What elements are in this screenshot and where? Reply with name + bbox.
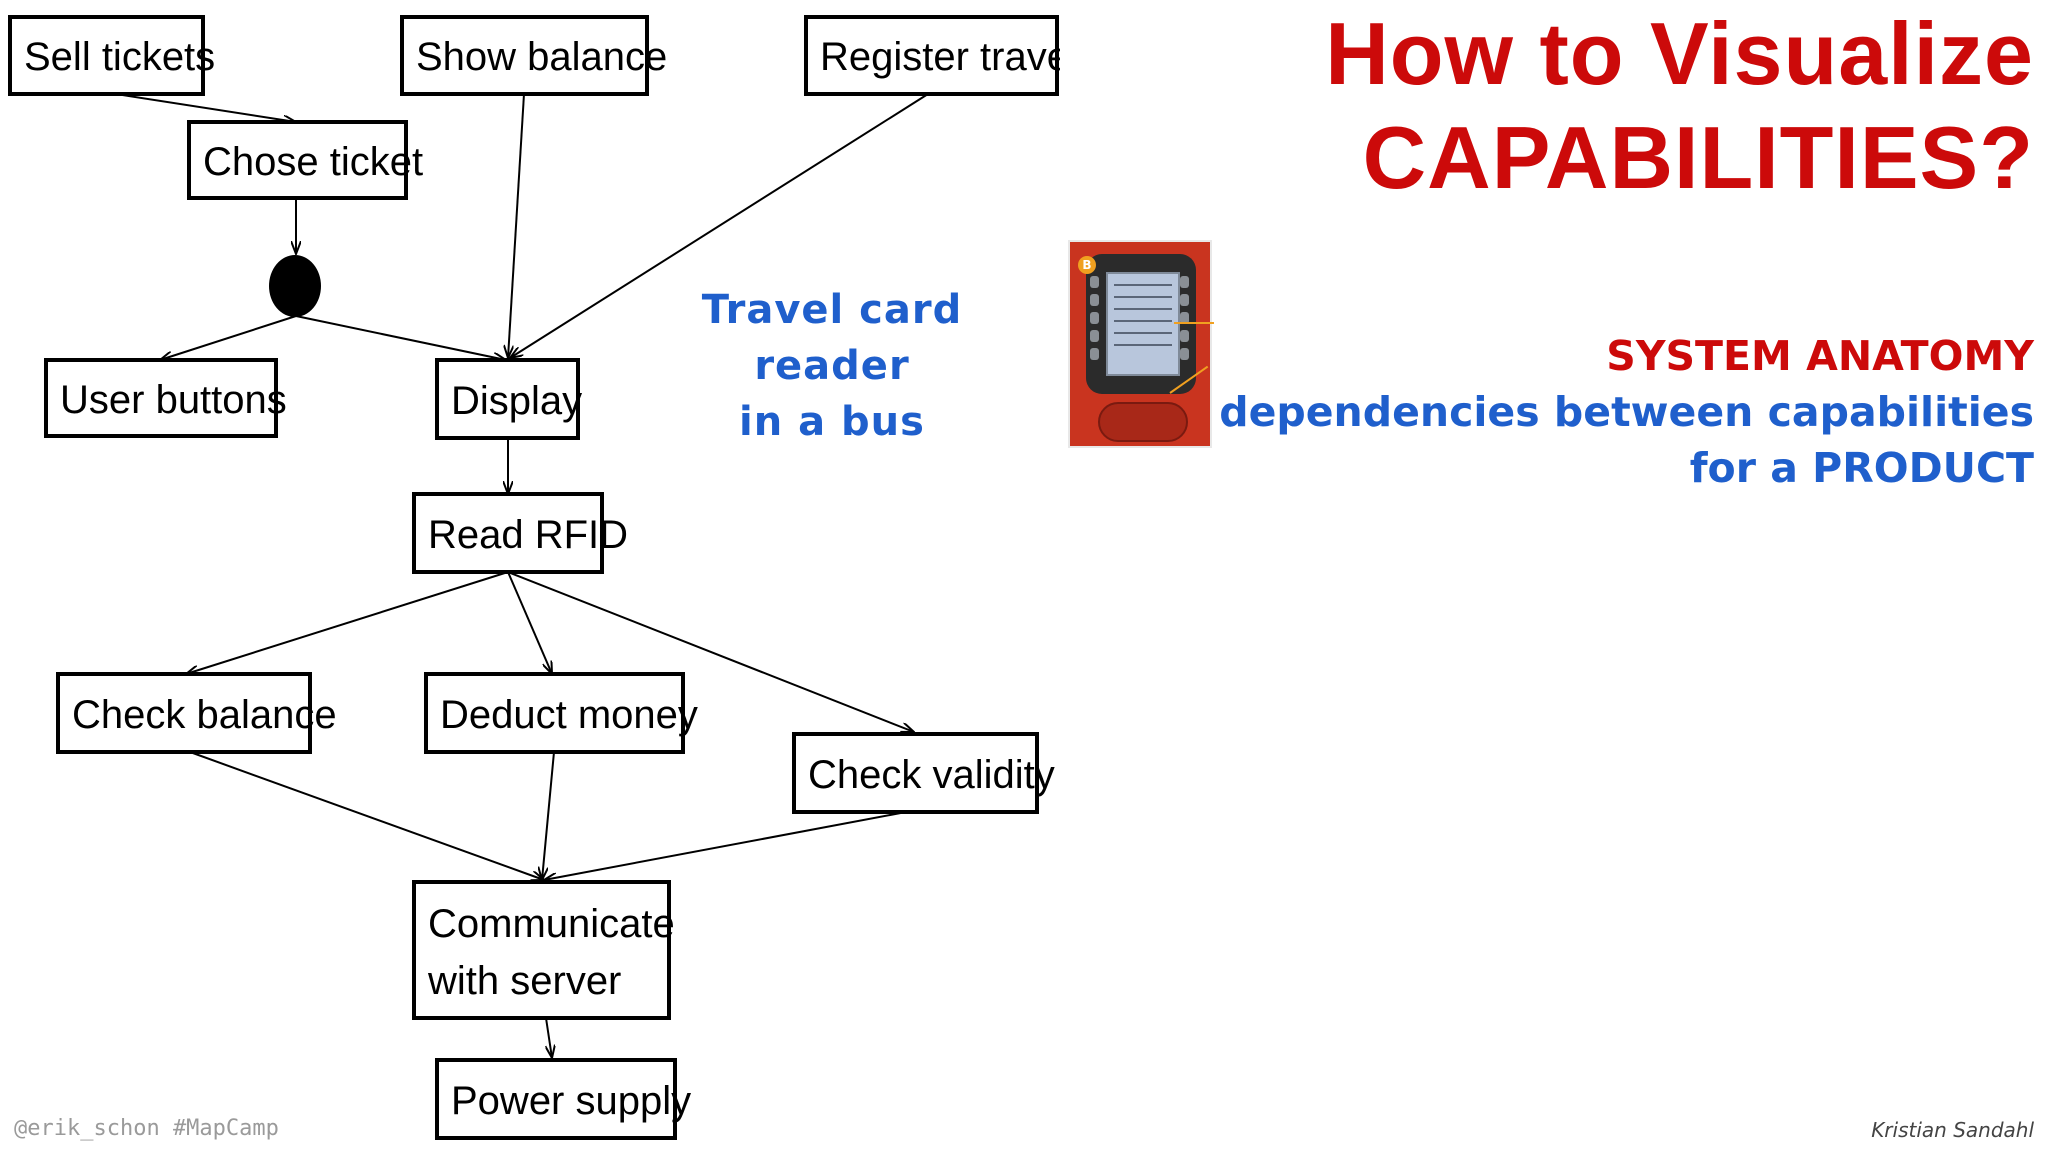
reader-caption: Travel card reader in a bus bbox=[632, 282, 1032, 450]
node-read-rfid-label: Read RFID bbox=[428, 513, 628, 557]
footer-author: Kristian Sandahl bbox=[1871, 1118, 2034, 1142]
node-communicate-label-line1: Communicate bbox=[428, 902, 675, 946]
node-deduct-money: Deduct money bbox=[424, 672, 698, 754]
edge-deduct-money-to-communicate bbox=[542, 751, 555, 880]
edge-sell-tickets-to-chose-ticket bbox=[115, 93, 296, 122]
reader-left-buttons bbox=[1090, 276, 1100, 366]
node-deduct-money-label: Deduct money bbox=[440, 693, 698, 737]
node-user-buttons-label: User buttons bbox=[60, 378, 287, 422]
node-register-travel: Register travel bbox=[804, 15, 1060, 96]
node-power-supply: Power supply bbox=[435, 1058, 691, 1140]
slide-title-line1: How to Visualize bbox=[1325, 4, 2034, 103]
capability-dependency-diagram: Sell tickets Show balance Register trave… bbox=[8, 15, 1060, 1140]
node-check-balance-label: Check balance bbox=[72, 693, 337, 737]
node-power-supply-label: Power supply bbox=[451, 1079, 691, 1123]
edge-read-rfid-to-check-validity bbox=[507, 571, 914, 732]
travel-card-reader-image: B bbox=[1068, 240, 1214, 448]
reader-caption-line2: in a bus bbox=[739, 399, 925, 445]
system-anatomy-line1: dependencies between capabilities bbox=[1219, 388, 2034, 436]
node-user-buttons: User buttons bbox=[44, 358, 287, 438]
system-anatomy-text: SYSTEM ANATOMY dependencies between capa… bbox=[1219, 328, 2034, 496]
edge-communicate-to-power-supply bbox=[545, 1017, 552, 1058]
reader-screen-bezel bbox=[1086, 254, 1196, 394]
system-anatomy-heading: SYSTEM ANATOMY bbox=[1606, 332, 2034, 380]
node-chose-ticket: Chose ticket bbox=[187, 120, 423, 200]
edge-fork-to-user-buttons bbox=[160, 315, 297, 360]
node-register-travel-label: Register travel bbox=[820, 35, 1060, 79]
node-communicate-label-line2: with server bbox=[427, 959, 621, 1003]
diagram-edges bbox=[115, 93, 929, 1058]
node-check-validity: Check validity bbox=[792, 732, 1055, 814]
reader-caption-line1: Travel card reader bbox=[701, 287, 963, 389]
node-read-rfid: Read RFID bbox=[412, 492, 628, 574]
edge-read-rfid-to-check-balance bbox=[186, 571, 509, 674]
reader-lcd bbox=[1106, 272, 1180, 376]
edge-read-rfid-to-deduct-money bbox=[507, 571, 552, 674]
reader-right-buttons bbox=[1180, 276, 1190, 366]
node-communicate-with-server: Communicate with server bbox=[412, 880, 675, 1020]
slide-title: How to Visualize CAPABILITIES? bbox=[1325, 2, 2034, 210]
reader-pointer-arrow bbox=[1174, 322, 1214, 324]
node-display: Display bbox=[435, 358, 582, 440]
node-sell-tickets-label: Sell tickets bbox=[24, 35, 215, 79]
node-show-balance: Show balance bbox=[400, 15, 667, 96]
edge-fork-to-display bbox=[295, 315, 506, 360]
slide-title-line2: CAPABILITIES? bbox=[1362, 108, 2034, 207]
system-anatomy-line2: for a PRODUCT bbox=[1689, 444, 2034, 492]
node-show-balance-label: Show balance bbox=[416, 35, 667, 79]
footer-handle: @erik_schon #MapCamp bbox=[14, 1116, 279, 1141]
node-chose-ticket-label: Chose ticket bbox=[203, 140, 423, 184]
node-check-validity-label: Check validity bbox=[808, 753, 1055, 797]
node-display-label: Display bbox=[451, 379, 582, 423]
edge-register-travel-to-display bbox=[510, 93, 929, 358]
reader-badge: B bbox=[1078, 256, 1096, 274]
reader-card-pad bbox=[1098, 402, 1188, 442]
edge-check-balance-to-communicate bbox=[189, 751, 544, 880]
node-sell-tickets: Sell tickets bbox=[8, 15, 215, 96]
edge-check-validity-to-communicate bbox=[544, 811, 907, 880]
edge-show-balance-to-display bbox=[508, 93, 525, 358]
node-check-balance: Check balance bbox=[56, 672, 337, 754]
fork-node bbox=[269, 255, 321, 317]
